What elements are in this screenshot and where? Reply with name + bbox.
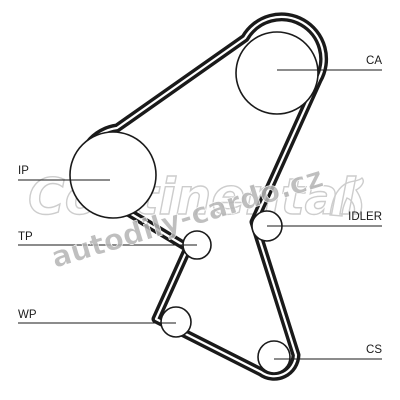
ip-pulley [69, 131, 157, 219]
horse-logo-icon [329, 177, 365, 217]
ca-label: CA [366, 55, 382, 67]
wp-label: WP [18, 309, 37, 321]
ca-pulley [235, 31, 319, 115]
cs-label: CS [366, 344, 382, 356]
tp-label: TP [18, 231, 33, 243]
idler-label: IDLER [348, 211, 382, 223]
cs-pulley [257, 340, 291, 374]
leader-lines [18, 69, 382, 360]
ip-label: IP [18, 165, 29, 177]
wp-pulley [160, 306, 192, 338]
pulleys [69, 31, 319, 374]
